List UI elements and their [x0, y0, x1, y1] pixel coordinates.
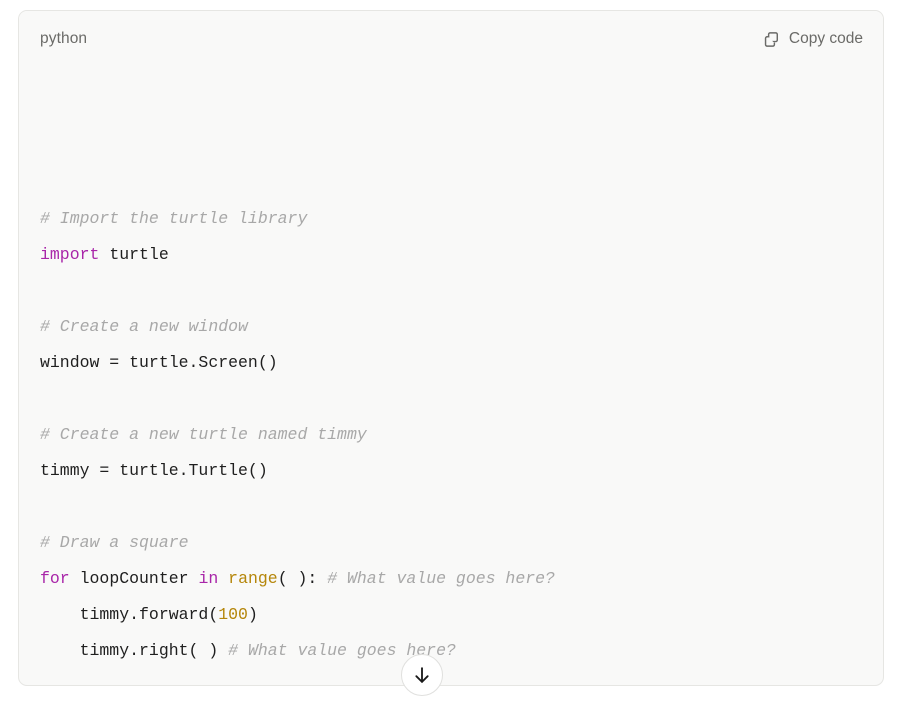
- code-language-label: python: [40, 30, 88, 47]
- code-token-plain: [218, 569, 228, 588]
- code-token-comment: # Draw a square: [40, 533, 189, 552]
- code-line: [40, 669, 859, 685]
- code-line: [40, 381, 859, 417]
- code-line: # Create a new turtle named timmy: [40, 417, 859, 453]
- code-block-header: python Copy code: [19, 11, 883, 67]
- code-token-plain: timmy = turtle.Turtle(): [40, 461, 268, 480]
- code-token-comment: # What value goes here?: [327, 569, 555, 588]
- code-line: for loopCounter in range( ): # What valu…: [40, 561, 859, 597]
- code-content[interactable]: # Import the turtle library import turtle…: [19, 67, 883, 685]
- code-line: [40, 273, 859, 309]
- code-line: window = turtle.Screen(): [40, 345, 859, 381]
- code-token-plain: loopCounter: [69, 569, 199, 588]
- code-token-comment: # Create a new window: [40, 317, 248, 336]
- code-token-keyword: in: [198, 569, 219, 588]
- code-token-plain: ): [247, 605, 258, 624]
- code-line: timmy.forward(100): [40, 597, 859, 633]
- code-block-panel: python Copy code # Import the turtle lib…: [18, 10, 884, 686]
- code-token-number: 100: [218, 605, 248, 624]
- scroll-to-bottom-button[interactable]: [401, 654, 443, 696]
- copy-icon: [763, 31, 780, 48]
- code-token-plain: timmy.right( ): [40, 641, 229, 660]
- code-line: import turtle: [40, 237, 859, 273]
- code-token-plain: timmy.forward(: [40, 605, 219, 624]
- code-token-plain: window = turtle.Screen(): [40, 353, 278, 372]
- copy-code-button[interactable]: Copy code: [763, 30, 863, 48]
- code-line: # Create a new window: [40, 309, 859, 345]
- code-line: # Import the turtle library: [40, 201, 859, 237]
- code-token-comment: # What value goes here?: [228, 641, 456, 660]
- code-line: # Draw a square: [40, 525, 859, 561]
- code-token-keyword: import: [40, 245, 100, 264]
- code-token-keyword: for: [40, 569, 70, 588]
- code-token-plain: turtle: [99, 245, 169, 264]
- copy-code-label: Copy code: [788, 30, 863, 47]
- code-token-builtin: range: [228, 569, 278, 588]
- code-token-plain: ( ):: [277, 569, 328, 588]
- code-line: [40, 489, 859, 525]
- arrow-down-icon: [411, 664, 433, 686]
- code-line: timmy.right( ) # What value goes here?: [40, 633, 859, 669]
- code-token-comment: # Import the turtle library: [40, 209, 308, 228]
- code-token-comment: # Create a new turtle named timmy: [40, 425, 367, 444]
- code-line: timmy = turtle.Turtle(): [40, 453, 859, 489]
